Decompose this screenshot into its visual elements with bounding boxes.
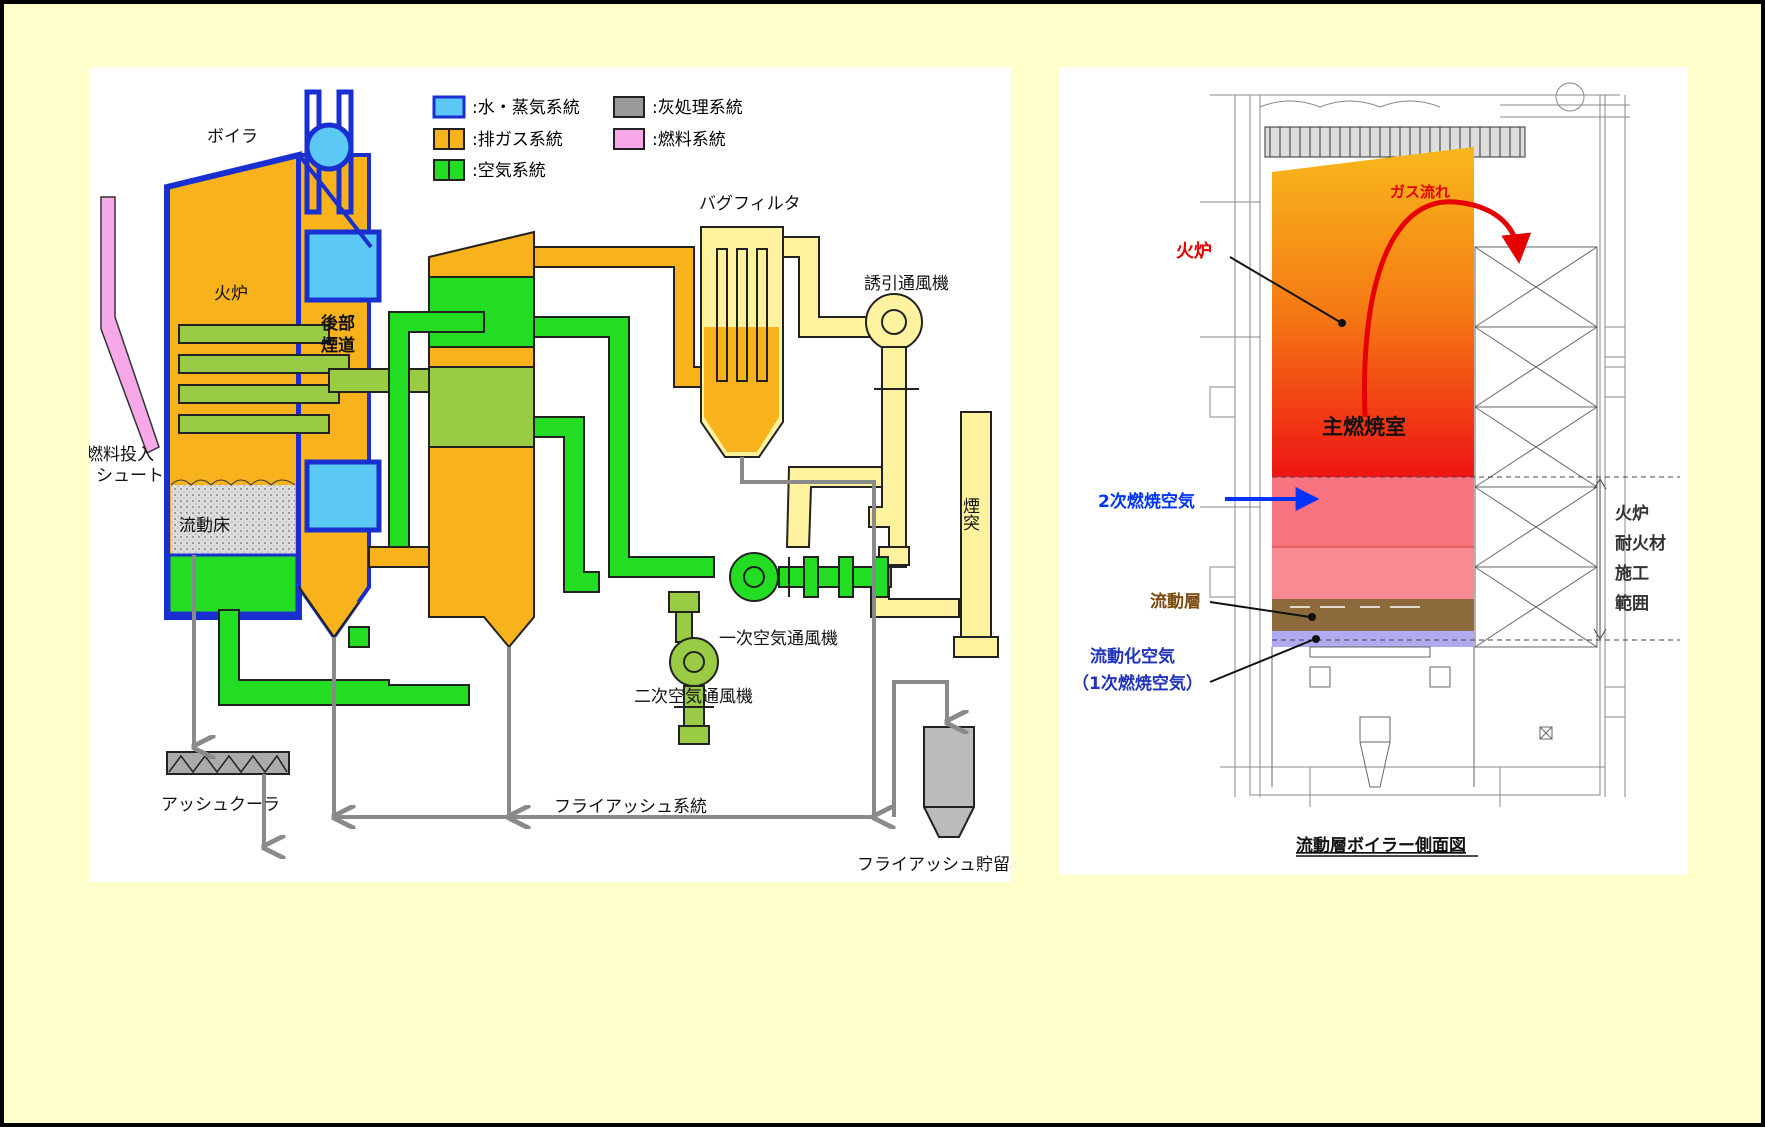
legend-swatch-fuel bbox=[613, 128, 645, 150]
induced-fan-label: 誘引通風機 bbox=[864, 274, 949, 294]
gas-flow-label: ガス流れ bbox=[1390, 183, 1450, 201]
primary-fan-label: 一次空気通風機 bbox=[719, 629, 838, 649]
fly-ash-tank-label: フライアッシュ貯留槽 bbox=[857, 855, 1011, 875]
ash-cooler bbox=[166, 751, 290, 775]
air-lines bbox=[218, 311, 715, 706]
leader-dot bbox=[1308, 613, 1316, 621]
ash-lines bbox=[194, 457, 947, 847]
refractory-label-3: 施工 bbox=[1615, 563, 1649, 584]
furnace-label: 火炉 bbox=[1176, 240, 1212, 262]
diagram-caption: 流動層ボイラー側面図 bbox=[1296, 835, 1466, 856]
leader-lines bbox=[1209, 256, 1341, 683]
stack bbox=[953, 411, 999, 658]
fuel-chute bbox=[100, 196, 160, 455]
leader-dot bbox=[1312, 635, 1320, 643]
legend-label: :空気系統 bbox=[472, 161, 546, 181]
induced-draft-fan bbox=[785, 293, 960, 618]
gas-duct bbox=[368, 230, 715, 649]
header-tubes bbox=[1264, 126, 1526, 158]
legend-label: :水・蒸気系統 bbox=[472, 98, 580, 118]
gas-flow-arrow bbox=[1361, 199, 1532, 418]
main-chamber-label: 主燃焼室 bbox=[1322, 415, 1406, 439]
rear-flue-label-1: 後部 bbox=[321, 313, 355, 334]
fly-ash-system-label: フライアッシュ系統 bbox=[554, 797, 707, 817]
secondary-air-label: 2次燃焼空気 bbox=[1098, 491, 1195, 512]
legend: :水・蒸気系統 :排ガス系統 :空気系統 :灰処理系統 :燃料系統 bbox=[432, 95, 743, 181]
convection-section bbox=[1474, 246, 1598, 648]
refractory-range-lines bbox=[1272, 476, 1680, 641]
stack-label: 煙突 bbox=[959, 497, 980, 531]
legend-label: :灰処理系統 bbox=[652, 98, 743, 118]
refractory-label-2: 耐火材 bbox=[1615, 533, 1666, 554]
legend-swatch-ash bbox=[613, 96, 645, 118]
boiler-system-diagram: :水・蒸気系統 :排ガス系統 :空気系統 :灰処理系統 :燃料系統 ボイラ 火炉… bbox=[86, 67, 1027, 882]
leader-dot bbox=[1338, 319, 1346, 327]
legend-swatch-water bbox=[432, 95, 466, 119]
fuel-chute-label-2: シュート bbox=[96, 466, 164, 486]
boiler-label: ボイラ bbox=[207, 127, 258, 147]
main-combustion-chamber bbox=[1272, 147, 1474, 647]
page-background: :水・蒸気系統 :排ガス系統 :空気系統 :灰処理系統 :燃料系統 ボイラ 火炉… bbox=[4, 4, 1761, 1123]
boiler-side-view-svg: ガス流れ 火炉 主燃焼室 2次燃焼空気 流動層 流動化空気 （1次燃焼空気） 火… bbox=[1072, 82, 1680, 857]
refractory-label-4: 範囲 bbox=[1615, 593, 1649, 614]
fly-ash-tank bbox=[923, 726, 975, 838]
furnace-label: 火炉 bbox=[214, 284, 248, 304]
legend-label: :燃料系統 bbox=[652, 130, 726, 150]
refractory-label-1: 火炉 bbox=[1615, 503, 1649, 524]
ash-cooler-label: アッシュクーラ bbox=[161, 795, 280, 815]
secondary-fan-label: 二次空気通風機 bbox=[634, 687, 753, 707]
secondary-air-fan bbox=[668, 591, 719, 745]
fluid-layer-label: 流動層 bbox=[1150, 591, 1201, 612]
primary-air-fan bbox=[729, 552, 892, 602]
fluidizing-air-label-2: （1次燃焼空気） bbox=[1072, 673, 1203, 694]
bag-filter-label: バグフィルタ bbox=[699, 194, 801, 214]
steel-frame bbox=[1200, 82, 1630, 807]
lower-structure bbox=[1271, 646, 1553, 788]
bag-filter bbox=[700, 226, 870, 458]
rear-flue-label-2: 煙道 bbox=[321, 335, 355, 356]
boiler-side-view: ガス流れ 火炉 主燃焼室 2次燃焼空気 流動層 流動化空気 （1次燃焼空気） 火… bbox=[1060, 67, 1688, 875]
range-bracket-arrows bbox=[1593, 478, 1607, 640]
legend-label: :排ガス系統 bbox=[472, 130, 563, 150]
fluidizing-air-label-1: 流動化空気 bbox=[1090, 646, 1175, 667]
fluid-bed-label: 流動床 bbox=[179, 516, 230, 536]
fuel-chute-label-1: 燃料投入 bbox=[89, 445, 154, 465]
boiler-system-svg: :水・蒸気系統 :排ガス系統 :空気系統 :灰処理系統 :燃料系統 ボイラ 火炉… bbox=[86, 89, 1027, 875]
